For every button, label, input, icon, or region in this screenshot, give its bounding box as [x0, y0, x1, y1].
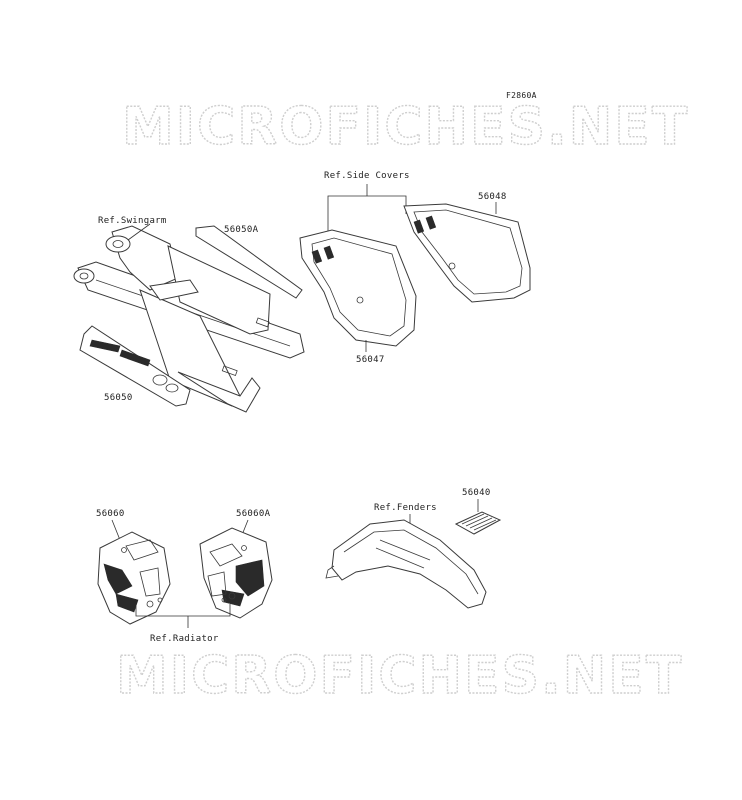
label-56050a: 56050A — [224, 225, 259, 235]
decal-56050a — [195, 225, 303, 299]
decal-56040 — [454, 511, 502, 535]
watermark-bottom: MICROFICHES.NET — [116, 646, 683, 706]
label-56047: 56047 — [356, 355, 385, 365]
label-ref-radiator: Ref.Radiator — [150, 634, 219, 644]
swingarm-reference — [73, 225, 305, 413]
leader-swingarm — [127, 223, 151, 241]
label-ref-fenders: Ref.Fenders — [374, 503, 437, 513]
side-cover-56047 — [299, 229, 417, 347]
leader-side-covers — [327, 184, 407, 232]
watermark-top: MICROFICHES.NET — [122, 97, 689, 157]
label-56048: 56048 — [478, 192, 507, 202]
side-cover-56048 — [403, 203, 531, 303]
decal-56050 — [79, 325, 191, 407]
label-56060a: 56060A — [236, 509, 271, 519]
radiator-shroud-56060 — [97, 531, 171, 625]
label-56060: 56060 — [96, 509, 125, 519]
label-56040: 56040 — [462, 488, 491, 498]
leader-56060 — [111, 519, 121, 541]
label-56050: 56050 — [104, 393, 133, 403]
leader-radiator — [135, 604, 231, 628]
radiator-shroud-56060a — [199, 527, 273, 619]
front-fender-reference — [325, 519, 487, 609]
label-ref-side-covers: Ref.Side Covers — [324, 171, 410, 181]
figure-code: F2860A — [506, 91, 537, 100]
label-ref-swingarm: Ref.Swingarm — [98, 216, 167, 226]
